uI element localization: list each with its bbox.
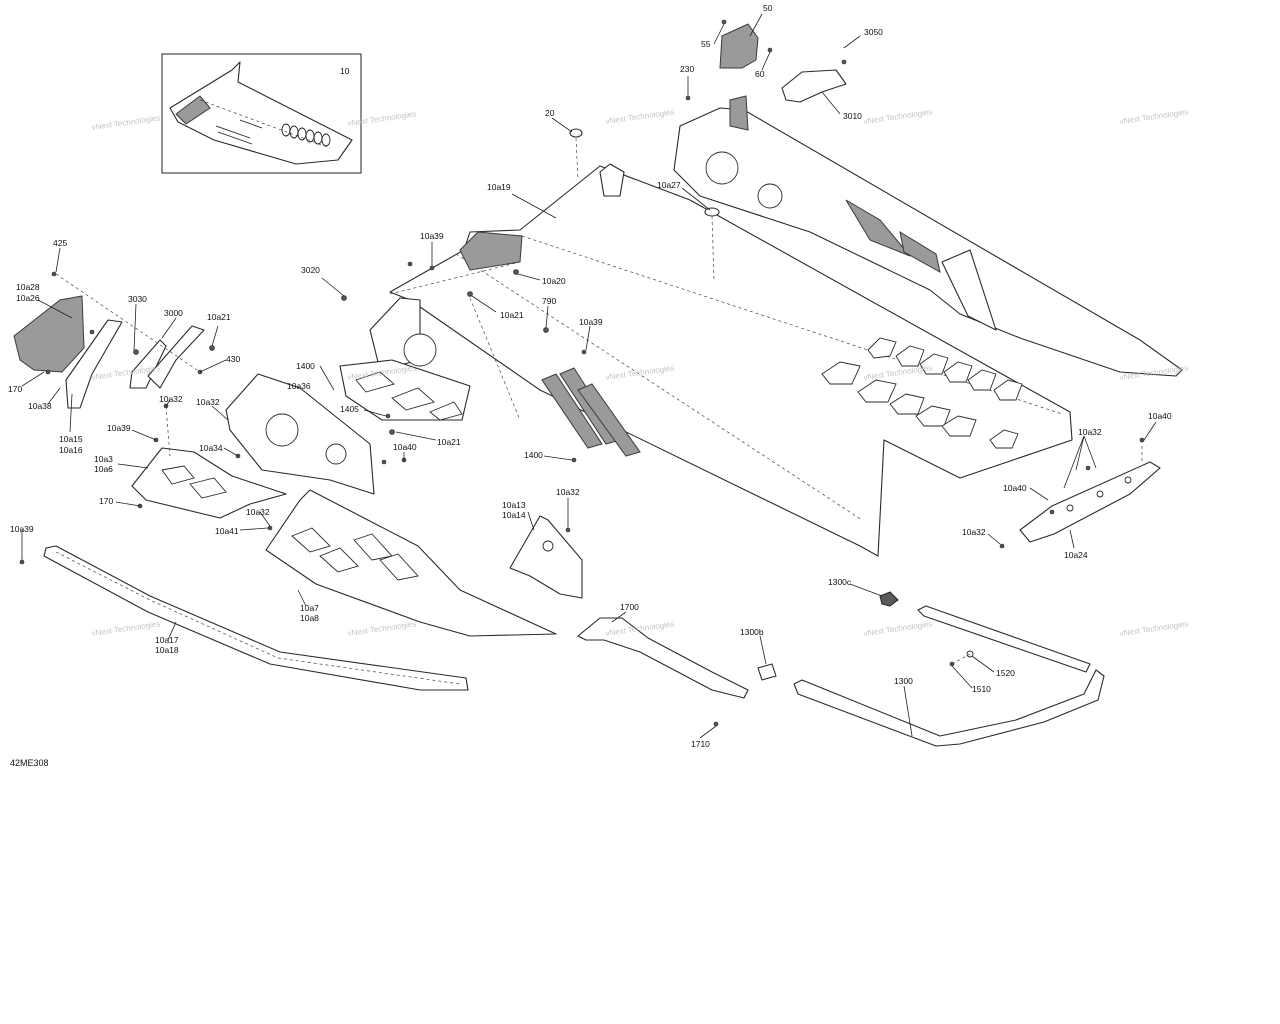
callout-label: 1520 <box>996 668 1015 678</box>
callout-label: 170 <box>8 384 22 394</box>
callout-label: 10a21 <box>207 312 231 322</box>
callout-label: 3030 <box>128 294 147 304</box>
callout-label: 10a15 <box>59 434 83 444</box>
callout-label: 1300c <box>828 577 852 587</box>
callout-label: 3000 <box>164 308 183 318</box>
top-components <box>569 19 847 217</box>
callout-label: 10a32 <box>962 527 986 537</box>
leader-lines <box>21 13 1157 739</box>
callout-label: 10a32 <box>1078 427 1102 437</box>
callout-label: 10a20 <box>542 276 566 286</box>
callout-label: 10a34 <box>199 443 223 453</box>
callout-label: 170 <box>99 496 113 506</box>
callout-label: 10a3 <box>94 454 113 464</box>
callout-label: 1400 <box>524 450 543 460</box>
callout-label: 10a17 <box>155 635 179 645</box>
callout-label: 10a28 <box>16 282 40 292</box>
callout-label: 10a14 <box>502 510 526 520</box>
fasteners <box>19 261 1145 565</box>
callout-label: 55 <box>701 39 711 49</box>
callout-label: 10a40 <box>1148 411 1172 421</box>
callout-label: 10a24 <box>1064 550 1088 560</box>
callout-label: 1710 <box>691 739 710 749</box>
callout-label: 3020 <box>301 265 320 275</box>
watermark: vNext Technologies <box>863 107 933 126</box>
watermark: vNext Technologies <box>347 619 417 638</box>
callout-label: 20 <box>545 108 555 118</box>
lower-left-panels <box>131 447 557 637</box>
callout-label: 10a38 <box>28 401 52 411</box>
left-bracket-assembly <box>13 271 215 409</box>
callout-label: 10a32 <box>196 397 220 407</box>
callout-label: 430 <box>226 354 240 364</box>
watermark: vNext Technologies <box>1119 107 1189 126</box>
callout-label: 60 <box>755 69 765 79</box>
callout-label: 10a21 <box>500 310 524 320</box>
callout-label: 230 <box>680 64 694 74</box>
callout-label: 10a7 <box>300 603 319 613</box>
callout-labels: 50 55 60 3050 3010 230 20 10a19 10a27 10… <box>8 3 1172 749</box>
callout-label: 10a39 <box>579 317 603 327</box>
bumper-assembly <box>713 591 1105 747</box>
watermark: vNext Technologies <box>91 619 161 638</box>
callout-label: 10a41 <box>215 526 239 536</box>
watermark: vNext Technologies <box>91 113 161 132</box>
running-boards <box>43 545 749 699</box>
callout-label: 10a32 <box>556 487 580 497</box>
callout-label: 10a39 <box>10 524 34 534</box>
watermark: vNext Technologies <box>605 107 675 126</box>
callout-label: 10a13 <box>502 500 526 510</box>
callout-label: 10a21 <box>437 437 461 447</box>
inner-plate <box>225 359 471 495</box>
callout-label: 50 <box>763 3 773 13</box>
tunnel-assembly <box>369 165 1073 557</box>
inset-label: 10 <box>340 66 350 76</box>
small-bracket <box>509 515 583 599</box>
figure-code: 42ME308 <box>10 758 49 768</box>
right-side-rail <box>1019 461 1161 543</box>
callout-label: 3050 <box>864 27 883 37</box>
callout-label: 790 <box>542 296 556 306</box>
callout-label: 10a32 <box>159 394 183 404</box>
callout-label: 1300b <box>740 627 764 637</box>
callout-label: 1510 <box>972 684 991 694</box>
callout-label: 10a40 <box>1003 483 1027 493</box>
callout-label: 10a16 <box>59 445 83 455</box>
callout-label: 1700 <box>620 602 639 612</box>
assembly-guides <box>55 137 1143 665</box>
callout-label: 10a39 <box>107 423 131 433</box>
callout-label: 1400 <box>296 361 315 371</box>
callout-label: 10a26 <box>16 293 40 303</box>
callout-label: 10a8 <box>300 613 319 623</box>
callout-label: 10a6 <box>94 464 113 474</box>
watermark: vNext Technologies <box>863 619 933 638</box>
callout-label: 10a19 <box>487 182 511 192</box>
callout-label: 10a18 <box>155 645 179 655</box>
callout-label: 10a32 <box>246 507 270 517</box>
upper-right-rail <box>673 95 1183 377</box>
callout-label: 425 <box>53 238 67 248</box>
inset-assembly-view: 10 <box>161 53 362 174</box>
callout-label: 10a39 <box>420 231 444 241</box>
callout-label: 10a40 <box>393 442 417 452</box>
callout-label: 10a36 <box>287 381 311 391</box>
callout-label: 10a27 <box>657 180 681 190</box>
watermark: vNext Technologies <box>1119 619 1189 638</box>
callout-label: 1300 <box>894 676 913 686</box>
callout-label: 1405 <box>340 404 359 414</box>
callout-label: 3010 <box>843 111 862 121</box>
